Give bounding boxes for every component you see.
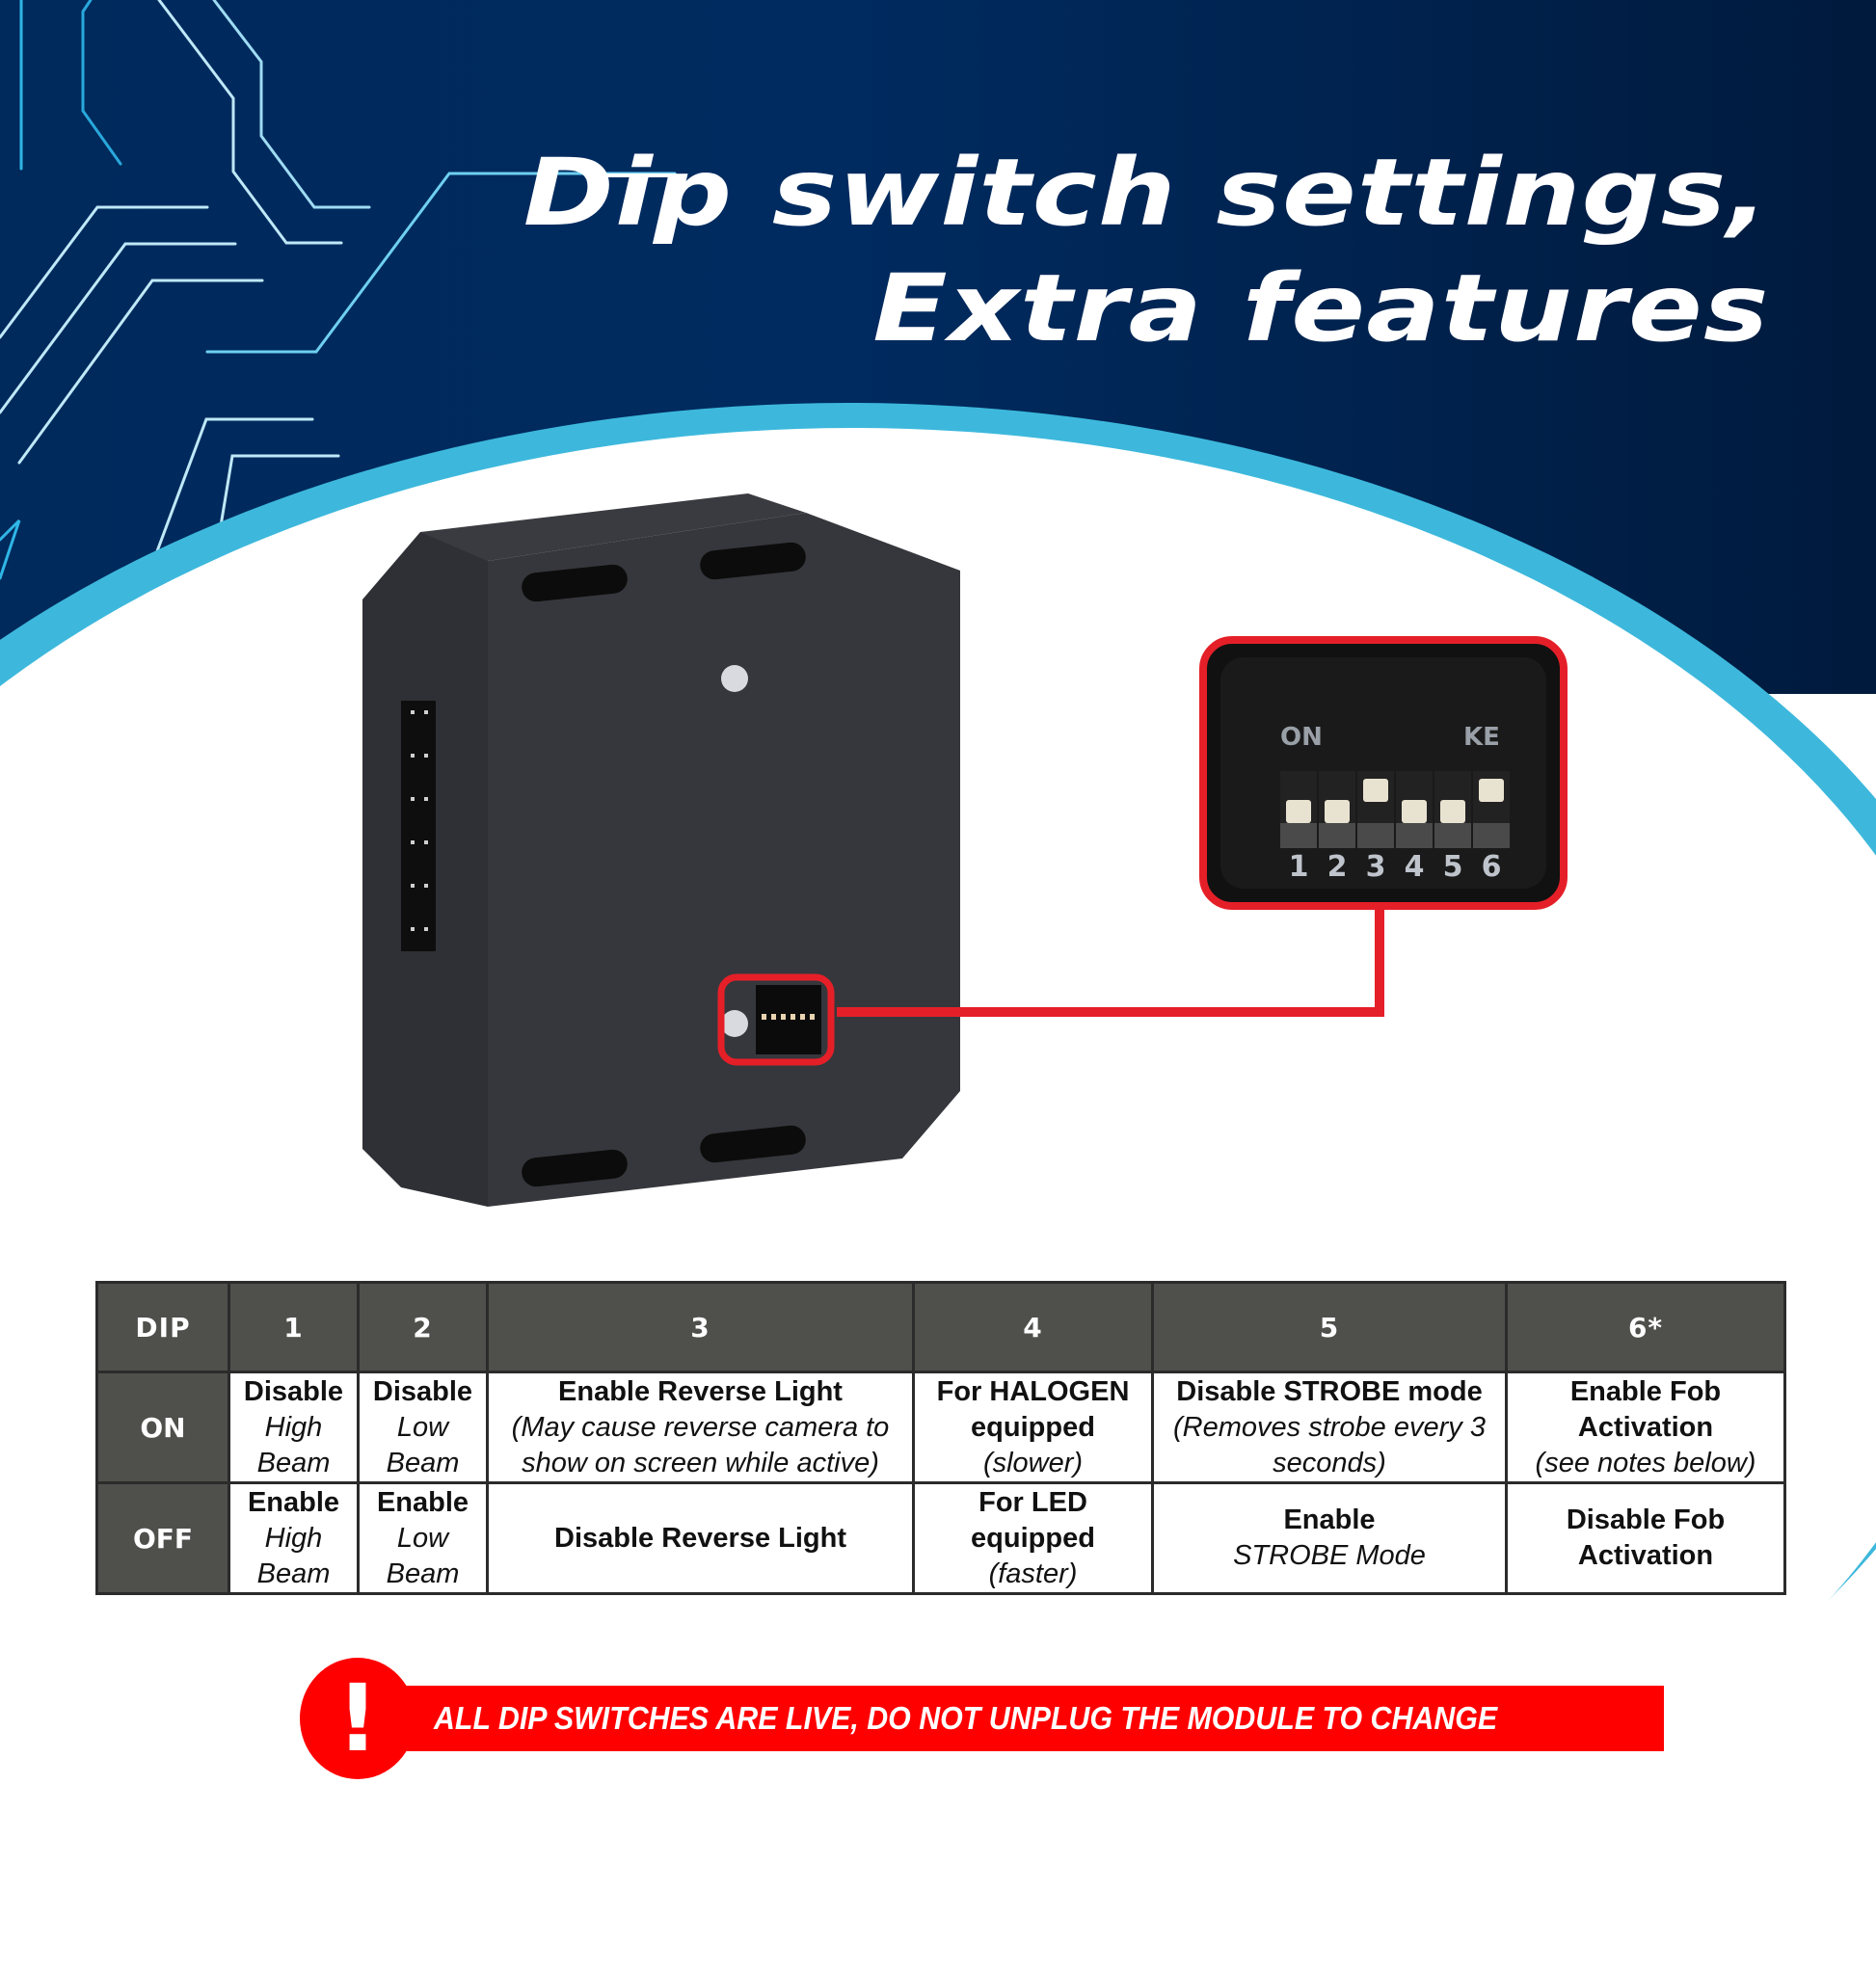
dip-switch-3[interactable] — [1357, 771, 1394, 848]
switch-number: 2 — [1327, 850, 1348, 884]
table-cell: Enable Reverse Light(May cause reverse c… — [486, 1371, 915, 1484]
column-header: 5 — [1151, 1281, 1508, 1373]
row-header-off: OFF — [95, 1481, 230, 1595]
title-line-2: Extra features — [872, 254, 1770, 362]
switch-number: 6 — [1481, 850, 1502, 884]
dip-switch-5[interactable] — [1434, 771, 1471, 848]
column-header: 4 — [912, 1281, 1154, 1373]
table-cell: Enable Fob Activation(see notes below) — [1505, 1371, 1786, 1484]
brand-label: KE — [1463, 723, 1500, 752]
column-header-dip: DIP — [95, 1281, 230, 1373]
column-header: 2 — [357, 1281, 489, 1373]
warning-banner — [405, 1686, 1664, 1751]
table-cell: For LED equipped(faster) — [912, 1481, 1154, 1595]
dip-switch-1[interactable] — [1280, 771, 1317, 848]
switch-number: 3 — [1365, 850, 1386, 884]
on-label: ON — [1280, 723, 1323, 752]
warning-text: ALL DIP SWITCHES ARE LIVE, DO NOT UNPLUG… — [434, 1700, 1498, 1736]
exclamation-icon: ! — [336, 1664, 379, 1772]
table-cell: Disable STROBE mode(Removes strobe every… — [1151, 1371, 1508, 1484]
column-header: 1 — [228, 1281, 360, 1373]
switch-number: 1 — [1288, 850, 1309, 884]
dip-switch-closeup: ON KE 1 2 3 4 5 6 — [1199, 636, 1568, 910]
page-title: Dip switch settings, Extra features — [523, 135, 1770, 366]
table-header-row: DIP 1 2 3 4 5 6* — [95, 1281, 1786, 1373]
table-cell: Disable Fob Activation — [1505, 1481, 1786, 1595]
column-header: 3 — [486, 1281, 915, 1373]
table-cell: For HALOGEN equipped(slower) — [912, 1371, 1154, 1484]
module-device-image — [362, 493, 960, 1207]
dip-switch-2[interactable] — [1319, 771, 1355, 848]
switch-number: 4 — [1404, 850, 1425, 884]
row-header-on: ON — [95, 1371, 230, 1484]
table-cell: Disable Reverse Light — [486, 1481, 915, 1595]
callout-connector-line — [837, 1007, 1384, 1017]
callout-connector-line-vertical — [1375, 906, 1384, 1017]
warning-badge — [300, 1658, 415, 1779]
dip-switch-4[interactable] — [1396, 771, 1433, 848]
column-header: 6* — [1505, 1281, 1786, 1373]
switch-number: 5 — [1442, 850, 1463, 884]
circuit-lines-decoration — [0, 0, 677, 580]
dip-switch-6[interactable] — [1473, 771, 1510, 848]
title-line-1: Dip switch settings, — [523, 139, 1770, 247]
